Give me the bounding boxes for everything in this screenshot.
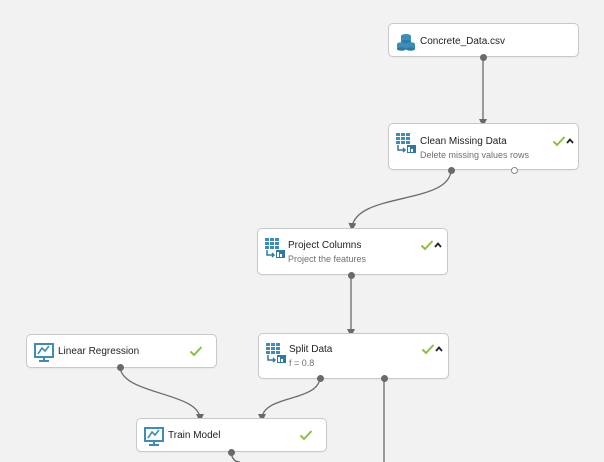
- output-port[interactable]: [317, 375, 324, 382]
- module-clean-missing-data[interactable]: Clean Missing Data Delete missing values…: [388, 123, 579, 170]
- check-icon: [420, 240, 434, 251]
- module-title: Concrete_Data.csv: [420, 36, 506, 47]
- dataset-icon: [397, 34, 415, 51]
- chevron-up-icon[interactable]: [565, 136, 575, 146]
- output-port[interactable]: [348, 272, 355, 279]
- transform-icon: [266, 343, 286, 363]
- module-concrete-data[interactable]: Concrete_Data.csv: [388, 23, 579, 57]
- check-icon: [552, 136, 566, 147]
- module-title: Linear Regression: [58, 346, 140, 357]
- module-split-data[interactable]: Split Data f = 0.8: [258, 333, 449, 379]
- output-port[interactable]: [117, 364, 124, 371]
- module-train-model[interactable]: Train Model: [136, 418, 327, 452]
- chevron-up-icon[interactable]: [434, 344, 444, 354]
- module-subtitle: Project the features: [288, 254, 367, 264]
- output-port[interactable]: [381, 375, 388, 382]
- transform-icon: [396, 133, 416, 153]
- wire-split-to-train[interactable]: [258, 377, 321, 422]
- module-title: Project Columns: [288, 240, 362, 251]
- check-icon: [299, 430, 313, 441]
- module-subtitle: Delete missing values rows: [420, 150, 530, 160]
- wire-linreg-to-train[interactable]: [119, 366, 204, 422]
- check-icon: [421, 344, 435, 355]
- module-project-columns[interactable]: Project Columns Project the features: [257, 228, 448, 275]
- module-subtitle: f = 0.8: [289, 358, 315, 368]
- wire-clean-to-project[interactable]: [348, 169, 452, 231]
- model-icon: [34, 343, 54, 362]
- check-icon: [189, 346, 203, 357]
- module-title: Split Data: [289, 344, 333, 355]
- output-port[interactable]: [480, 54, 487, 61]
- module-title: Train Model: [168, 430, 221, 441]
- chevron-up-icon[interactable]: [433, 240, 443, 250]
- model-icon: [144, 427, 164, 446]
- output-port[interactable]: [448, 167, 455, 174]
- module-linear-regression[interactable]: Linear Regression: [26, 334, 217, 368]
- output-port[interactable]: [228, 449, 235, 456]
- output-port-unused[interactable]: [511, 167, 518, 174]
- module-title: Clean Missing Data: [420, 136, 507, 147]
- transform-icon: [265, 238, 285, 258]
